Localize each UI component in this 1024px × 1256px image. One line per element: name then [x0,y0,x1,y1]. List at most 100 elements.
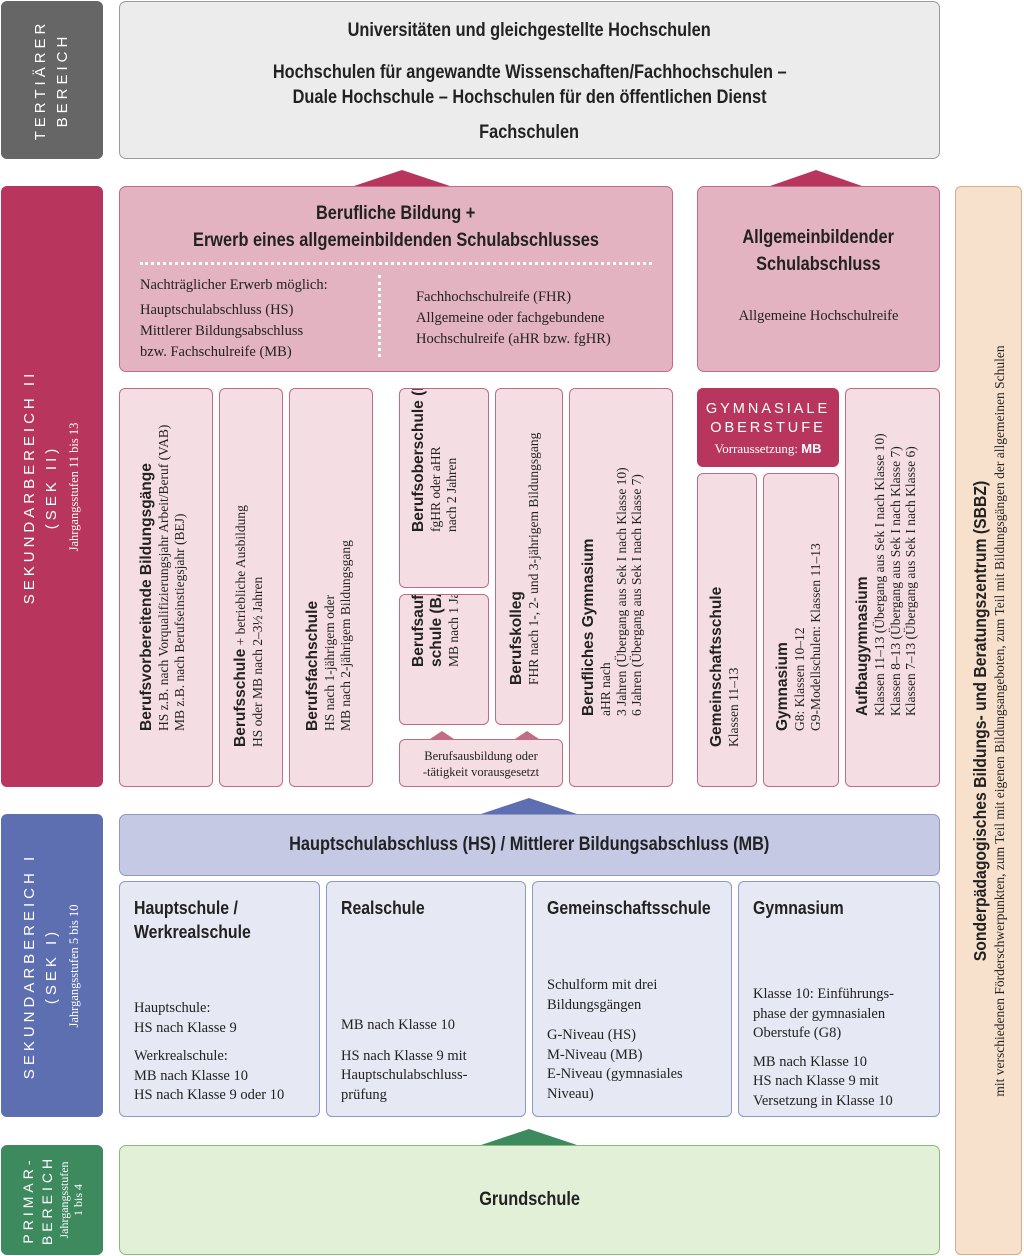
sek2-abbr: (SEK II) [43,444,60,529]
sek1-banner: Hauptschulabschluss (HS) / Mittlerer Bil… [119,814,940,876]
sek1-sub: Jahrgangsstufen 5 bis 10 [67,903,81,1028]
sbbz-box: Sonderpädagogisches Bildungs- und Beratu… [955,186,1022,1255]
rs-p4: prüfung [341,1086,387,1103]
beruf-right-3: Hochschulreife (aHR bzw. fgHR) [416,331,611,347]
sidebar-sek1: SEKUNDARBEREICH I (SEK I) Jahrgangsstufe… [1,814,103,1117]
sbbz-title: Sonderpädagogisches Bildungs- und Beratu… [969,480,990,961]
sidebar-primar: PRIMAR- BEREICH Jahrgangsstufen 1 bis 4 [1,1145,103,1255]
rs-heading-1: Realschule [341,898,425,918]
tertiary-line-3: Duale Hochschule – Hochschulen für den ö… [292,87,767,108]
bfs-sub-1: HS nach 1-jährigem oder [322,594,337,731]
go-req: MB [801,441,822,456]
gym2-sub-2: G9-Modellschulen: Klassen 11–13 [807,543,823,731]
arrow-up-primar [481,1129,577,1145]
allg-sub: Allgemeine Hochschulreife [738,308,899,324]
gymnasiale-oberstufe-box: GYMNASIALE OBERSTUFE Vorraussetzung: MB [697,388,839,467]
gym1-p3: Oberstufe (G8) [753,1025,842,1041]
allg-title-2: Schulabschluss [756,254,881,275]
bk-title: Berufskolleg [508,590,525,685]
gms-p5: E-Niveau (gymnasiales [547,1066,683,1082]
gms-p1: Schulform mit drei [547,977,658,993]
go-line-2: OBERSTUFE [710,420,826,436]
bas-title-1: Berufsaufbau- [410,594,427,667]
ag-title: Aufbaugymnasium [854,575,871,716]
allg-header-box: Allgemeinbildender Schulabschluss Allgem… [697,186,940,372]
tertiary-line-4: Fachschulen [479,122,580,143]
bk-sub-1: FHR nach 1-, 2- und 3-jährigem Bildungsg… [526,432,541,685]
go-pre: Vorraussetzung: [714,441,802,456]
col-aufbaugymnasium: Aufbaugymnasium Klassen 11–13 (Übergang … [845,388,940,787]
bg-sub-3: 6 Jahren (Übergang aus Sek I nach Klasse… [629,473,644,716]
beruf-header-box: Berufliche Bildung + Erwerb eines allgem… [119,186,673,372]
arrow-up-sek1 [481,798,577,814]
col-berufsfachschule: Berufsfachschule HS nach 1-jährigem oder… [289,388,373,787]
bg-sub-1: aHR nach [598,661,613,716]
col-realschule: Realschule MB nach Klasse 10 HS nach Kla… [326,881,526,1117]
arrow-up-allg [770,170,862,186]
col-hauptschule: Hauptschule / Werkrealschule Hauptschule… [119,881,320,1117]
primar-label-1: PRIMAR- [20,1156,36,1244]
ag-sub-3: Klassen 7–13 (Übergang aus Sek I nach Kl… [903,445,918,716]
col-berufskolleg: Berufskolleg FHR nach 1-, 2- und 3-jähri… [495,388,563,725]
tertiary-label: TERTIÄRER BEREICH [30,20,74,141]
col-berufsvorbereitung: Berufsvorbereitende Bildungsgänge HS z.B… [119,388,213,787]
hs-heading-2: Werkrealschule [134,922,251,942]
dotted-divider-v [378,275,381,357]
col-berufsoberschule: Berufsoberschule (BOS) fgHR oder aHR nac… [399,388,489,588]
gms-heading-1: Gemeinschaftsschule [547,898,711,918]
tertiary-label-line-2: BEREICH [54,32,71,128]
primar-sub-2: 1 bis 4 [71,1183,85,1217]
beruf-left-1: Nachträglicher Erwerb möglich: [140,277,328,293]
tertiary-label-line-1: TERTIÄRER [32,19,49,141]
beruf-right-2: Allgemeine oder fachgebundene [416,310,605,326]
go-line-1: GYMNASIALE [705,401,831,417]
bs-sub-1: HS oder MB nach 2–3½ Jahren [250,576,265,747]
col-gymnasium-sek2: Gymnasium G8: Klassen 10–12 G9-Modellsch… [763,473,839,787]
sek1-label: SEKUNDARBEREICH I [21,852,38,1079]
beruf-left-4: bzw. Fachschulreife (MB) [140,344,292,360]
rs-p3: Hauptschulabschluss- [341,1067,468,1083]
col-gemeinschaftsschule-sek2: Gemeinschaftsschule Klassen 11–13 [697,473,757,787]
gym1-p2: phase der gymnasialen [753,1005,886,1022]
hs-p3: Werkrealschule: [134,1048,228,1064]
bs-title-add: + betriebliche Ausbildung [233,504,248,649]
bg-sub-2: 3 Jahren (Übergang aus Sek I nach Klasse… [613,466,629,716]
sbbz-sub: mit verschiedenen Förderschwerpunkten, z… [991,344,1007,1097]
bos-title: Berufsoberschule (BOS) [410,388,427,532]
hs-p2: HS nach Klasse 9 [134,1019,237,1036]
hs-p5: HS nach Klasse 9 oder 10 [134,1087,285,1103]
gs2-sub-1: Klassen 11–13 [726,667,741,747]
tertiary-line-2: Hochschulen für angewandte Wissenschafte… [272,62,787,83]
bfs-sub-2: MB nach 2-jährigem Bildungsgang [337,540,353,731]
arrow-up-beruf [354,170,450,186]
sek1-banner-text: Hauptschulabschluss (HS) / Mittlerer Bil… [289,834,770,855]
bas-sub-1: MB nach 1 Jahr [446,594,461,667]
ag-sub-2: Klassen 8–13 (Übergang aus Sek I nach Kl… [887,445,903,716]
sek2-sub: Jahrgangsstufen 11 bis 13 [67,422,81,551]
bs-title: Berufsschule [232,648,249,747]
gms-p3: G-Niveau (HS) [547,1027,636,1043]
grundschule-box: Grundschule [119,1145,940,1255]
bos-sub-1: fgHR oder aHR [428,446,443,532]
gym1-heading-1: Gymnasium [753,898,844,918]
ag-sub-1: Klassen 11–13 (Übergang aus Sek I nach K… [872,432,887,716]
beruf-left-2: Hauptschulabschluss (HS) [140,302,294,318]
beruf-right-1: Fachhochschulreife (FHR) [416,289,572,305]
gms-p2: Bildungsgängen [547,996,642,1013]
arrow-small-bk [515,731,539,739]
sidebar-tertiary: TERTIÄRER BEREICH [1,1,103,159]
beruf-title-1: Berufliche Bildung + [316,203,476,224]
beruf-left-3: Mittlerer Bildungsabschluss [140,323,304,339]
gym1-p1: Klasse 10: Einführungs- [753,986,894,1002]
arrow-small-bas [430,731,454,739]
col-gemeinschaftsschule-sek1: Gemeinschaftsschule Schulform mit drei B… [532,881,732,1117]
col-berufsschule: Berufsschule + betriebliche Ausbildung H… [219,388,283,787]
ausbildung-box: Berufsausbildung oder -tätigkeit vorausg… [399,739,563,787]
sek2-label: SEKUNDARBEREICH II [21,369,38,604]
bv-sub-2: MB z.B. nach Berufseinstiegsjahr (BEJ) [171,513,187,731]
gym2-title: Gymnasium [774,642,791,731]
gym1-p4: MB nach Klasse 10 [753,1053,867,1070]
gms-p4: M-Niveau (MB) [547,1046,643,1063]
bfs-title: Berufsfachschule [304,600,321,731]
primar-sub-1: Jahrgangsstufen [57,1161,71,1239]
